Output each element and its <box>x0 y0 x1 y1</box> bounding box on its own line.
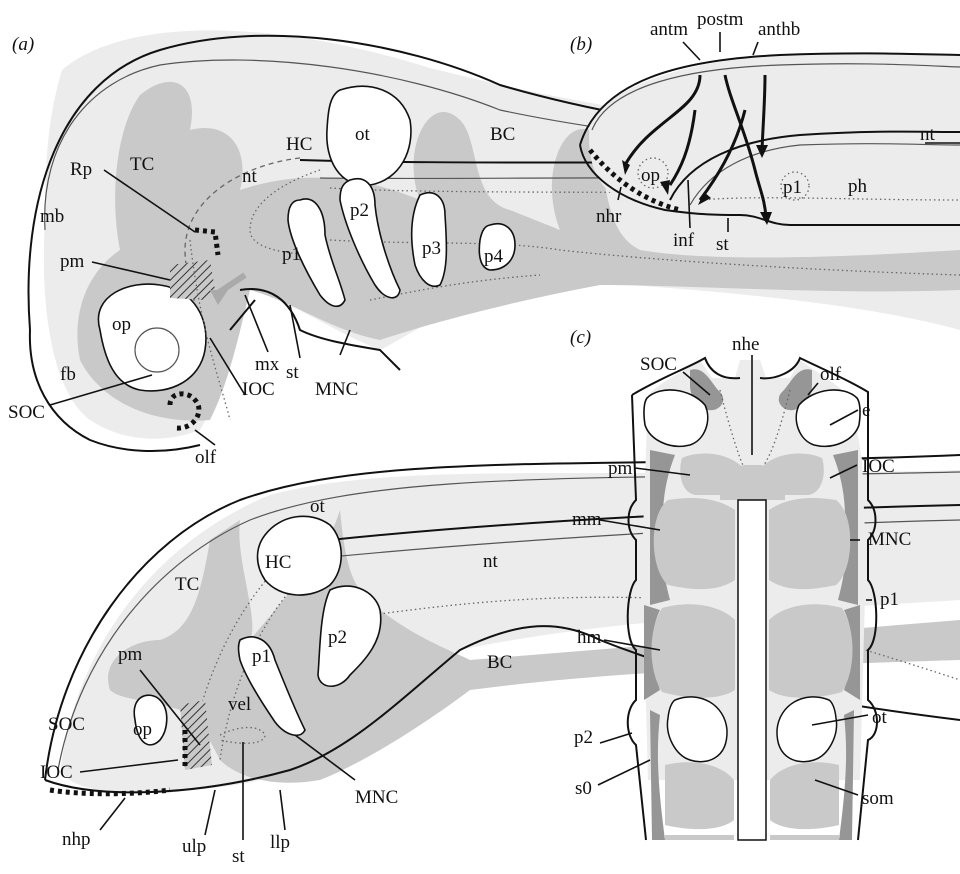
label-som: som <box>862 788 894 809</box>
label-nt: nt <box>242 166 258 187</box>
label-SOC-c: SOC <box>640 354 677 375</box>
label-ot-c: ot <box>872 707 888 728</box>
label-op: op <box>112 314 131 335</box>
label-fb: fb <box>60 364 76 385</box>
label-MNC: MNC <box>315 379 358 400</box>
label-pm: pm <box>60 251 85 272</box>
label-olf-c: olf <box>820 364 842 385</box>
label-TC: TC <box>130 154 154 175</box>
label-p1: p1 <box>282 244 301 265</box>
label-mx: mx <box>255 354 280 375</box>
label-ot: ot <box>355 124 371 145</box>
label-e: e <box>862 400 870 421</box>
label-inf: inf <box>673 230 695 251</box>
label-p1-c2: p1 <box>880 589 899 610</box>
label-IOC-b: IOC <box>40 762 73 783</box>
label-p1-b: p1 <box>252 646 271 667</box>
label-SOC: SOC <box>8 402 45 423</box>
label-pm-c: pm <box>608 458 633 479</box>
label-p2: p2 <box>350 200 369 221</box>
label-MNC-c: MNC <box>868 529 911 550</box>
label-ph: ph <box>848 176 868 197</box>
label-p2-b: p2 <box>328 627 347 648</box>
label-st: st <box>286 362 299 383</box>
label-nhr: nhr <box>596 206 622 227</box>
label-TC-b: TC <box>175 574 199 595</box>
label-nt-c: nt <box>920 124 936 145</box>
label-MNC-b: MNC <box>355 787 398 808</box>
label-ulp: ulp <box>182 836 206 857</box>
label-s0: s0 <box>575 778 592 799</box>
label-olf: olf <box>195 447 217 468</box>
label-pm-b: pm <box>118 644 143 665</box>
label-nhe: nhe <box>732 334 759 355</box>
label-st-b: st <box>232 846 245 867</box>
label-IOC: IOC <box>242 379 275 400</box>
label-BC: BC <box>490 124 515 145</box>
label-ot-b: ot <box>310 496 326 517</box>
label-anthb: anthb <box>758 19 800 40</box>
label-mm: mm <box>572 509 602 530</box>
label-op-b: op <box>133 719 152 740</box>
label-Rp: Rp <box>70 159 92 180</box>
label-SOC-b: SOC <box>48 714 85 735</box>
panel-c-label: (c) <box>570 327 591 348</box>
label-HC: HC <box>286 134 312 155</box>
label-IOC-c: IOC <box>862 456 895 477</box>
label-st-c: st <box>716 234 729 255</box>
label-antm: antm <box>650 19 688 40</box>
label-HC-b: HC <box>265 552 291 573</box>
label-p1-c: p1 <box>783 177 802 198</box>
panel-a-label: (a) <box>12 34 34 55</box>
label-nhp: nhp <box>62 829 91 850</box>
label-nt-b: nt <box>483 551 499 572</box>
label-llp: llp <box>270 832 290 853</box>
panel-b-label: (b) <box>570 34 592 55</box>
label-mb: mb <box>40 206 64 227</box>
label-op-c: op <box>641 165 660 186</box>
label-p4: p4 <box>484 246 504 267</box>
panel-b-diagram <box>580 32 960 232</box>
label-p3: p3 <box>422 238 441 259</box>
label-postm: postm <box>697 9 744 30</box>
label-BC-b: BC <box>487 652 512 673</box>
label-vel: vel <box>228 694 251 715</box>
label-p2-c: p2 <box>574 727 593 748</box>
label-hm: hm <box>577 627 602 648</box>
